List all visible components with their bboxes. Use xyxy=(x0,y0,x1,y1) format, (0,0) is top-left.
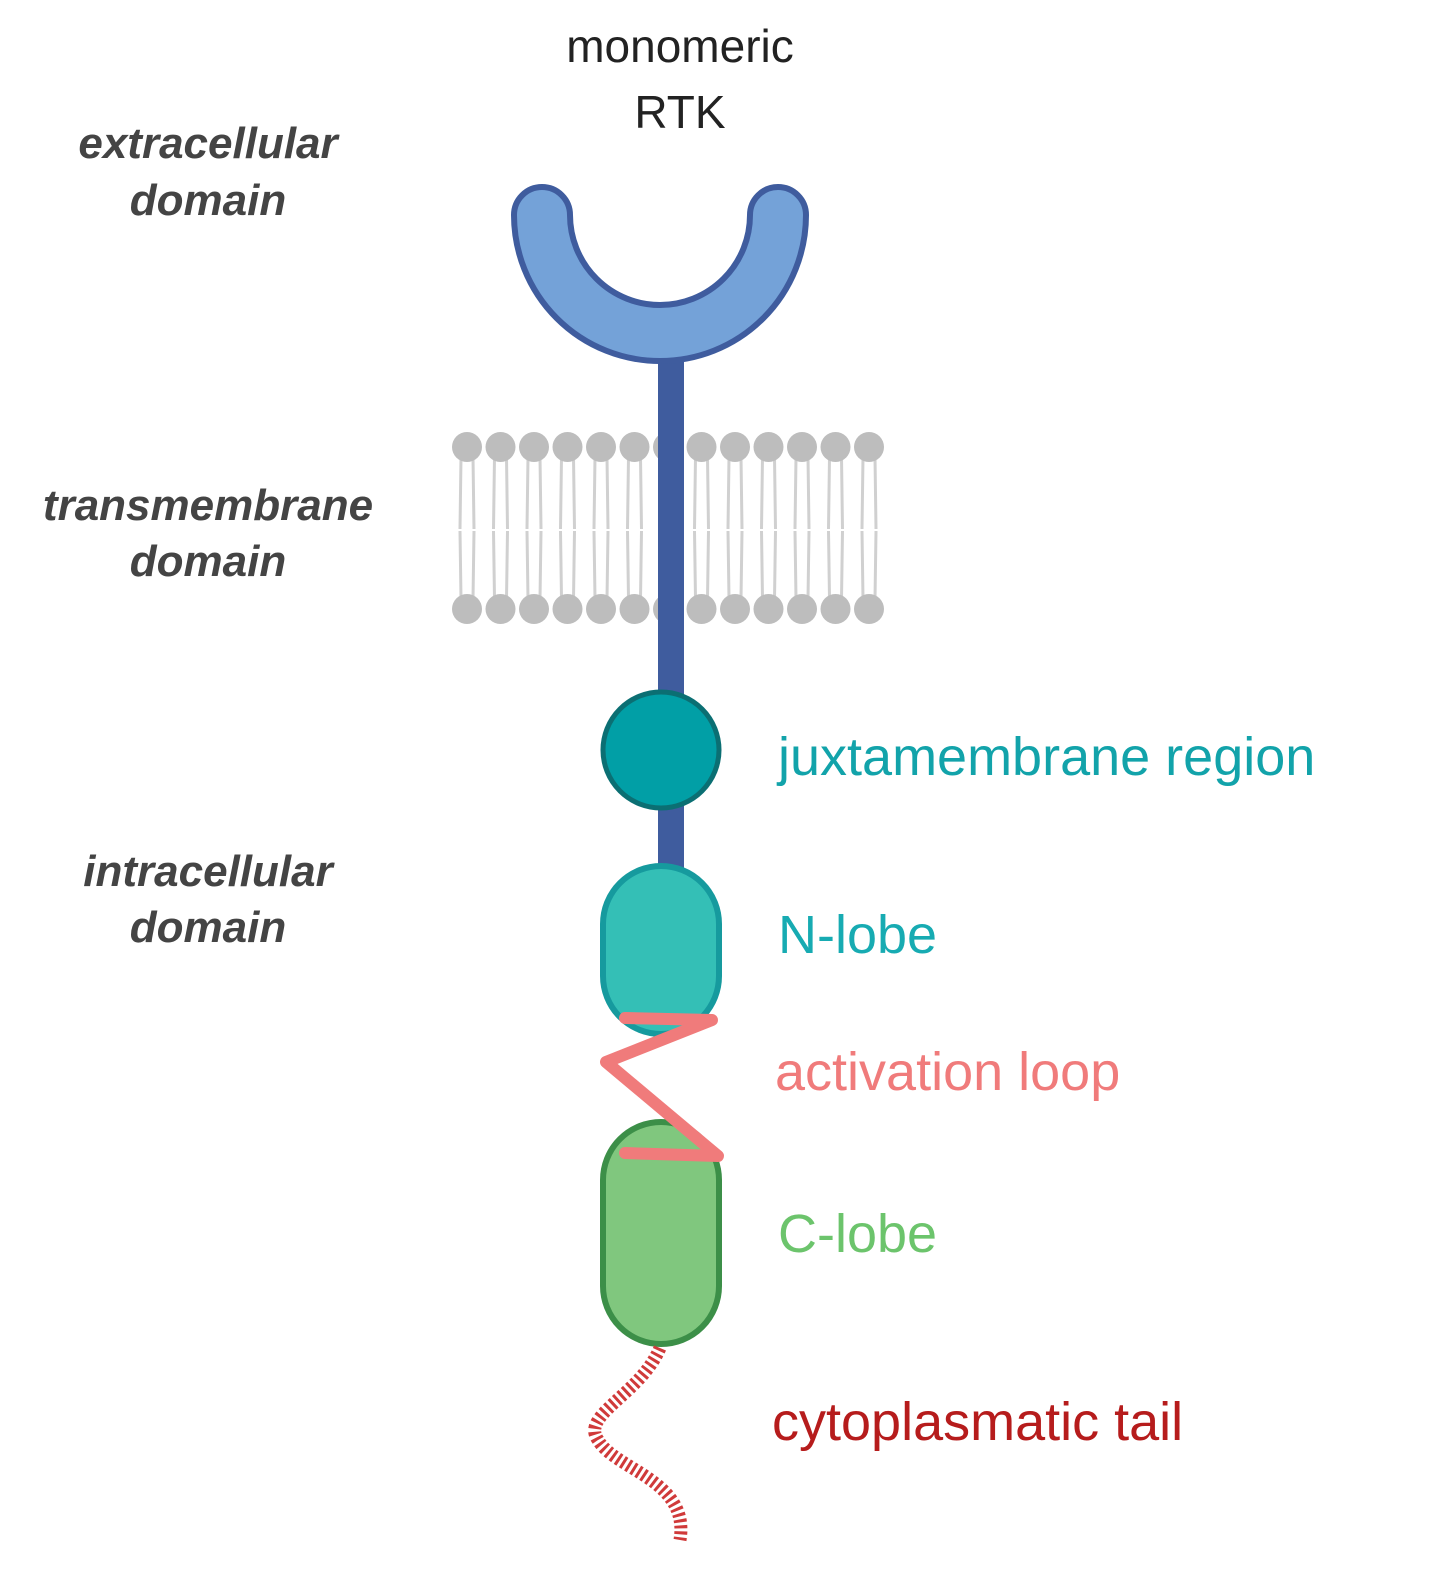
juxtamembrane-circle xyxy=(600,689,722,811)
lipid-head-upper xyxy=(686,432,717,462)
intracellular-label-line-1: intracellular xyxy=(83,847,335,896)
lipid-tail-upper xyxy=(793,456,811,530)
lipid-tail-lower xyxy=(458,530,476,600)
lipid-tail-lower xyxy=(760,530,777,600)
lipid-tail-upper xyxy=(592,456,610,530)
extracellular-label-line-1: extracellular xyxy=(78,119,340,168)
n-lobe-shape xyxy=(600,863,722,1037)
lipid-tail-lower xyxy=(492,530,509,600)
lipid-head-upper xyxy=(820,432,851,462)
n-lobe-label: N-lobe xyxy=(778,905,937,965)
lipid-tail-upper xyxy=(827,456,844,530)
activation-loop-label: activation loop xyxy=(775,1042,1120,1102)
lipid-head-upper xyxy=(753,432,784,462)
lipid-tail-lower xyxy=(793,530,811,600)
lipid-head-lower xyxy=(519,594,549,624)
lipid-head-upper xyxy=(552,432,583,462)
lipid-head-upper xyxy=(485,432,516,462)
c-lobe-label: C-lobe xyxy=(778,1204,937,1264)
lipid-tail-lower xyxy=(860,530,878,600)
cytoplasmic-tail-label: cytoplasmatic tail xyxy=(772,1392,1183,1452)
lipid-tail-upper xyxy=(525,456,543,530)
extracellular-label-line-2: domain xyxy=(130,176,286,225)
title-line-1: monomeric xyxy=(566,20,794,72)
lipid-head-upper xyxy=(619,432,650,462)
lipid-tail-lower xyxy=(726,530,744,600)
lipid-tail-upper xyxy=(693,456,710,530)
lipid-head-lower xyxy=(686,594,717,624)
lipid-tail-lower xyxy=(559,530,576,600)
lipid-head-lower xyxy=(787,594,817,624)
c-lobe-shape xyxy=(600,1119,722,1347)
lipid-head-lower xyxy=(485,594,516,624)
lipid-head-upper xyxy=(720,432,750,462)
title-line-2: RTK xyxy=(634,86,725,138)
lipid-head-lower xyxy=(820,594,851,624)
lipid-head-lower xyxy=(720,594,750,624)
lipid-head-upper xyxy=(519,432,549,462)
lipid-tail-lower xyxy=(592,530,610,600)
lipid-tail-upper xyxy=(492,456,509,530)
intracellular-label-line-2: domain xyxy=(130,903,286,952)
lipid-head-upper xyxy=(854,432,884,462)
lipid-tail-upper xyxy=(626,456,643,530)
activation-loop-shape xyxy=(600,1012,724,1162)
lipid-tail-lower xyxy=(693,530,710,600)
transmembrane-label-line-2: domain xyxy=(130,537,286,586)
lipid-tail-lower xyxy=(626,530,643,600)
lipid-tail-upper xyxy=(760,456,777,530)
transmembrane-label-line-1: transmembrane xyxy=(43,481,373,530)
lipid-head-upper xyxy=(452,432,482,462)
lipid-head-upper xyxy=(787,432,817,462)
lipid-head-lower xyxy=(854,594,884,624)
lipid-head-lower xyxy=(619,594,650,624)
lipid-head-lower xyxy=(586,594,616,624)
extracellular-binding-cup xyxy=(511,184,809,364)
lipid-head-lower xyxy=(552,594,583,624)
lipid-tail-upper xyxy=(559,456,576,530)
lipid-tail-lower xyxy=(525,530,543,600)
lipid-head-lower xyxy=(452,594,482,624)
lipid-head-upper xyxy=(586,432,616,462)
juxtamembrane-label: juxtamembrane region xyxy=(776,727,1315,787)
lipid-head-lower xyxy=(753,594,784,624)
cytoplasmic-tail-shape xyxy=(588,1345,688,1542)
lipid-tail-lower xyxy=(827,530,844,600)
lipid-tail-upper xyxy=(726,456,744,530)
lipid-tail-upper xyxy=(860,456,878,530)
lipid-tail-upper xyxy=(458,456,476,530)
